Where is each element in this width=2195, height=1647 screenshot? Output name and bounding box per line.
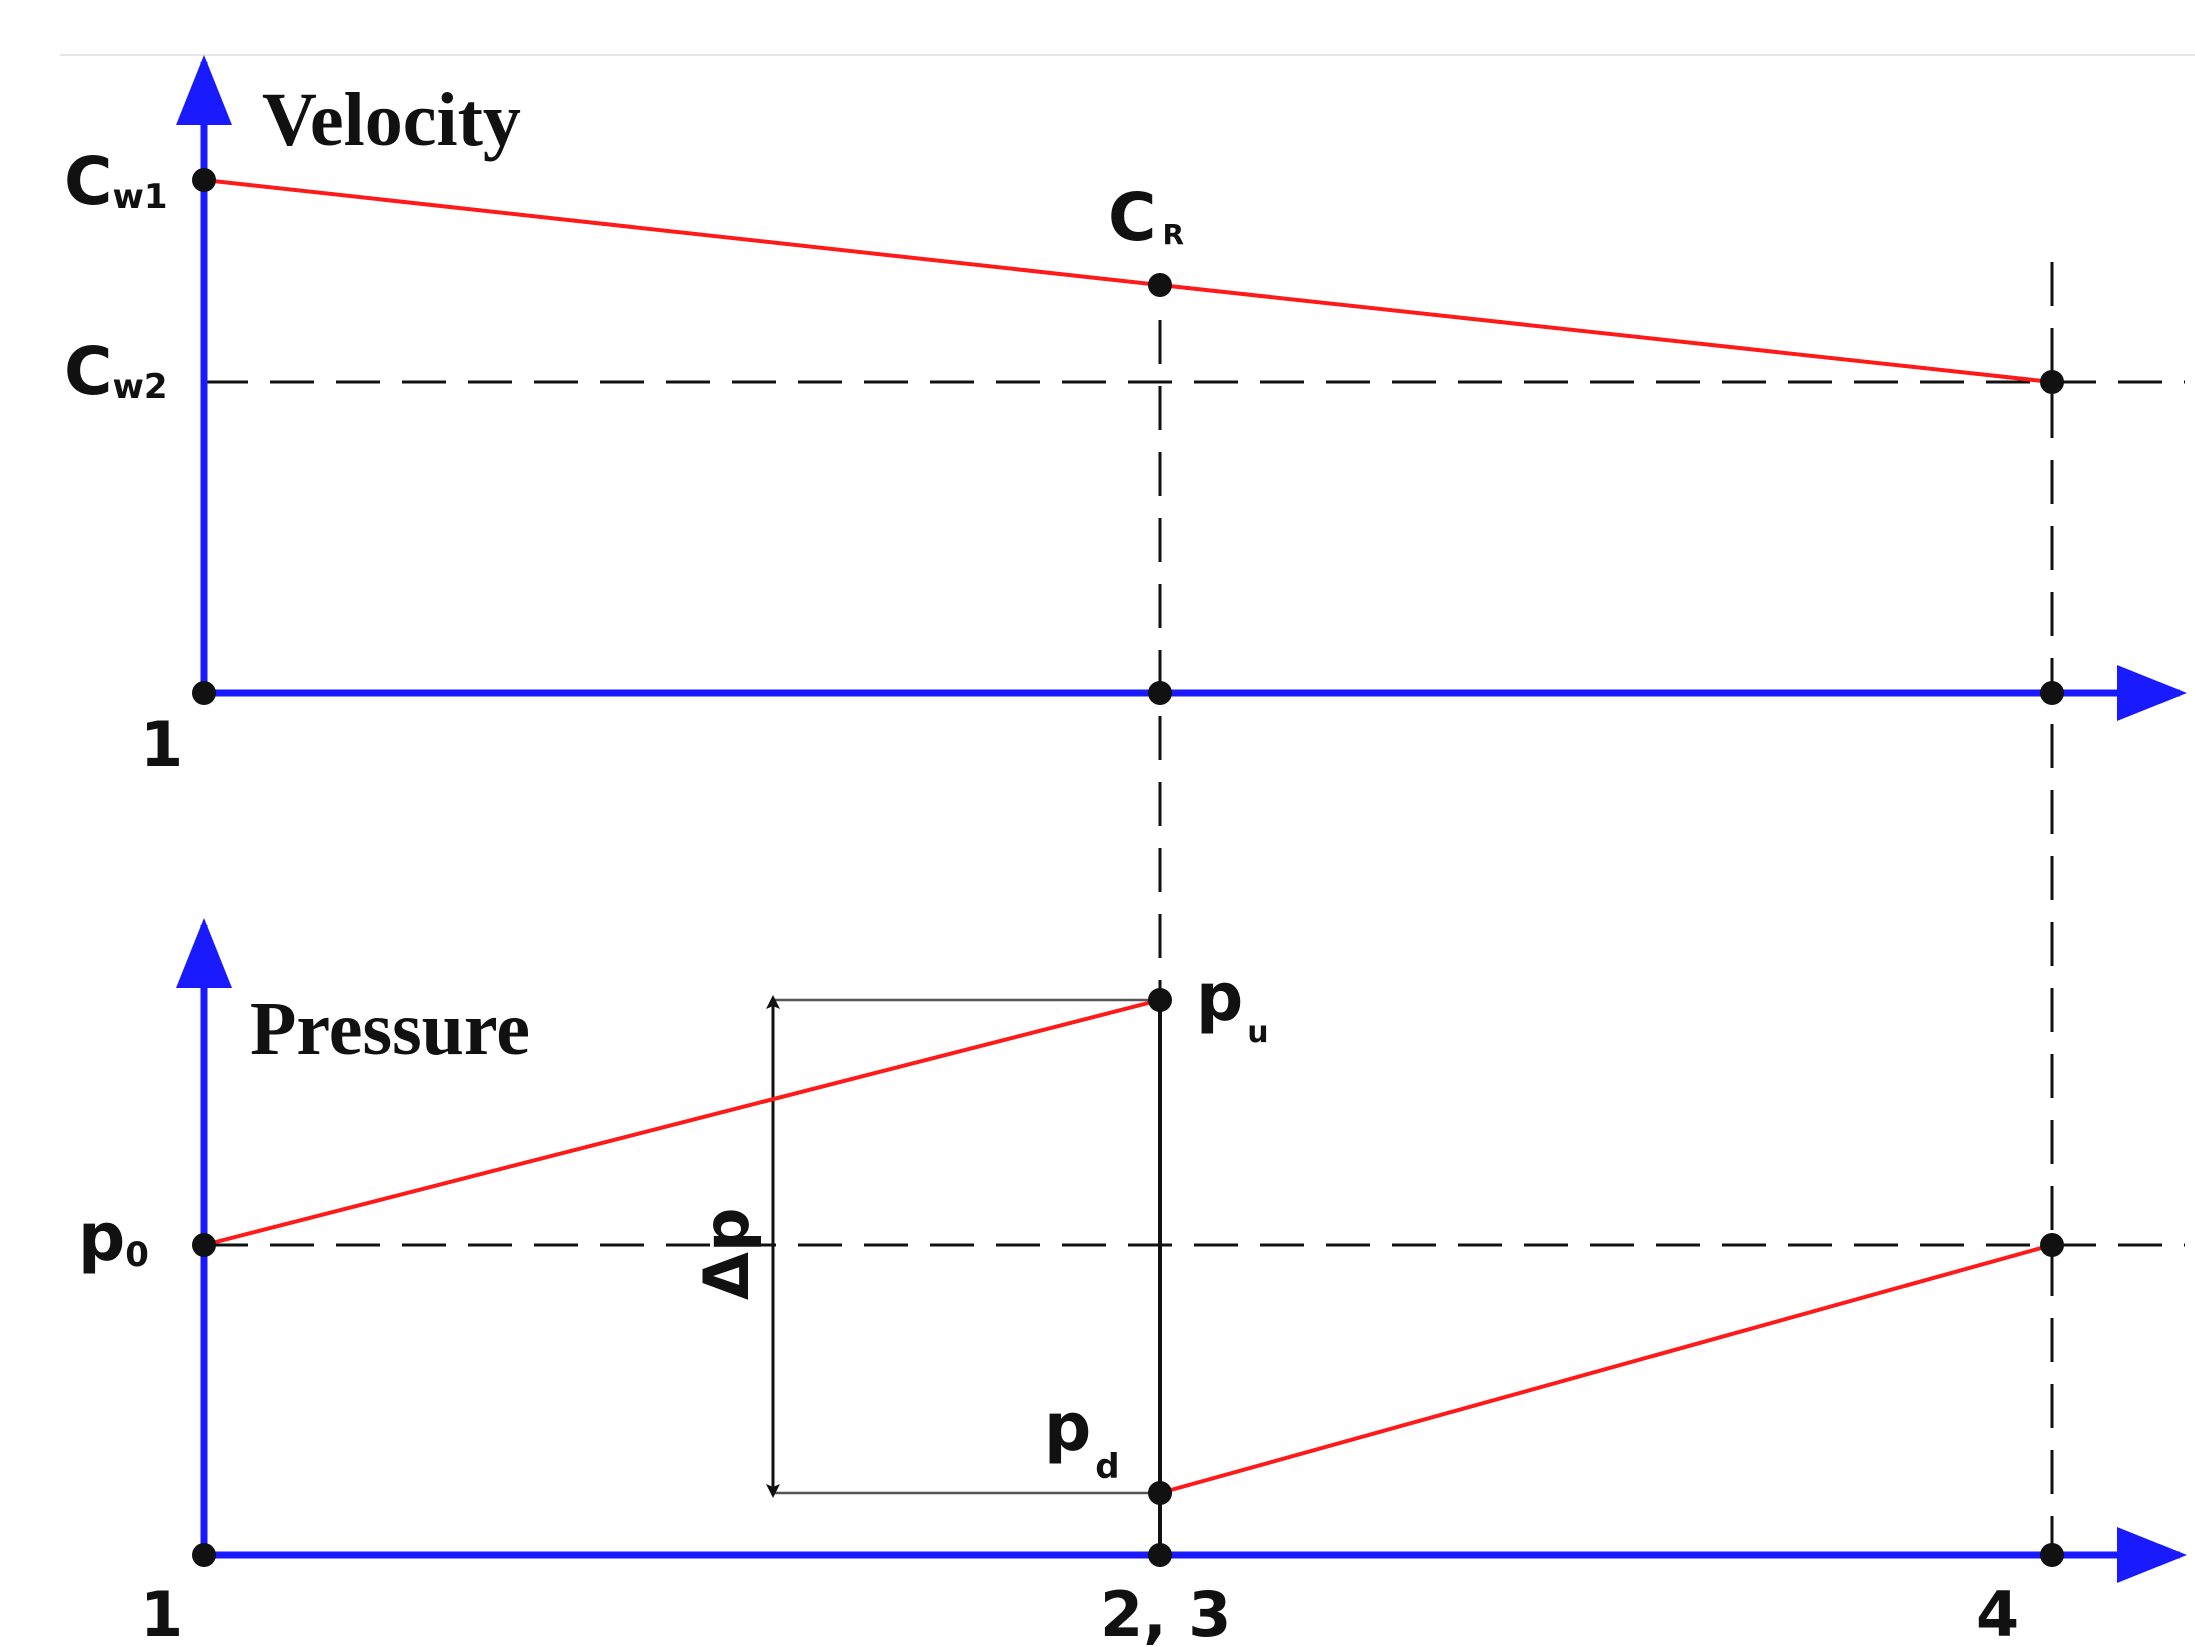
label-delta-p: Δp xyxy=(690,1208,763,1300)
point-velocity-origin xyxy=(192,681,216,705)
label-p0: p0 xyxy=(78,1199,149,1276)
pressure-rise-upstream xyxy=(203,998,1161,1247)
point-cr xyxy=(1148,273,1172,297)
point-velocity-station-4 xyxy=(2040,681,2064,705)
label-station-4: 4 xyxy=(1976,1578,2019,1647)
label-cw2: Cw2 xyxy=(64,333,168,410)
point-cw1 xyxy=(192,168,216,192)
label-station-23: 2, 3 xyxy=(1100,1578,1231,1647)
point-pressure-station-4 xyxy=(2040,1543,2064,1567)
point-p0 xyxy=(192,1233,216,1257)
point-p0-station-4 xyxy=(2040,1233,2064,1257)
point-velocity-station-23 xyxy=(1148,681,1172,705)
point-pu xyxy=(1148,988,1172,1012)
label-pd: pd xyxy=(1044,1389,1120,1487)
label-cw1: Cw1 xyxy=(64,143,168,220)
pressure-recovery-downstream xyxy=(1159,1243,2053,1495)
velocity-title: Velocity xyxy=(262,78,521,162)
point-pressure-station-23 xyxy=(1148,1543,1172,1567)
point-pressure-origin xyxy=(192,1543,216,1567)
label-station-1-top: 1 xyxy=(140,708,183,781)
point-cw2 xyxy=(2040,370,2064,394)
label-station-1-bottom: 1 xyxy=(140,1578,183,1647)
point-pd xyxy=(1148,1481,1172,1505)
pressure-title: Pressure xyxy=(250,987,530,1071)
